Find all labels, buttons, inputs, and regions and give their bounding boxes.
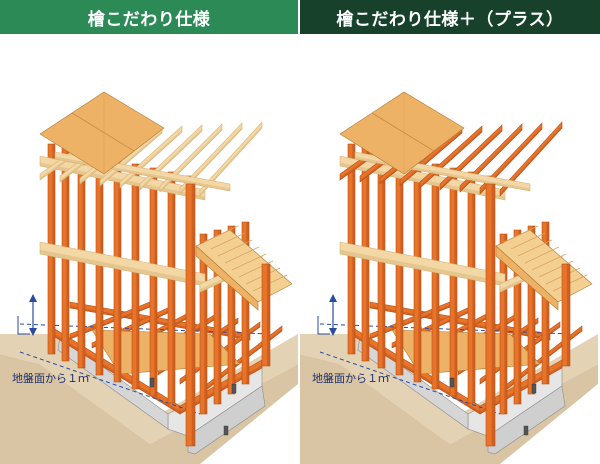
label-leader-line <box>317 316 330 335</box>
foundation-side <box>187 385 266 455</box>
anchor-bolt <box>149 377 155 388</box>
side-wall-stud-shade <box>204 234 207 414</box>
side-wall-stud-shade <box>532 226 535 394</box>
deck-board-line <box>524 246 560 264</box>
panel-divider <box>298 0 300 464</box>
ground-level-dashed-line-2 <box>19 351 201 415</box>
side-wall-stud-shade <box>518 230 521 404</box>
roof-rafter-shade <box>180 126 242 194</box>
label-leader-line <box>17 316 30 335</box>
deck-board-line <box>503 225 539 243</box>
wall-stud-shade <box>136 164 139 389</box>
panel-right-title: 檜こだわり仕様＋（プラス） <box>300 0 600 34</box>
wall-stud-shade <box>154 168 157 396</box>
middle-girt-beam-shade <box>40 249 205 286</box>
house-frame-illustration-plus <box>300 91 598 464</box>
wall-stud-shade <box>118 160 121 382</box>
side-corner-post-shade <box>566 264 570 366</box>
deck-board-line <box>510 232 546 250</box>
roof-plywood-panel <box>39 91 165 175</box>
dimension-arrow-head-down <box>29 328 37 336</box>
deck-board-line <box>210 232 246 250</box>
side-wall-stud-shade <box>232 226 235 394</box>
deck-edge <box>195 245 259 311</box>
wall-stud-shade <box>472 172 475 403</box>
side-wall-stud-shade <box>546 222 549 384</box>
anchor-bolt <box>449 377 455 388</box>
side-corner-post-shade <box>266 264 270 366</box>
deck-board-line <box>217 239 253 257</box>
roof-rafter-shade <box>200 125 262 196</box>
deck-edge <box>495 245 559 311</box>
ground-level-label: 地盤面から１ｍ <box>12 372 89 385</box>
anchor-bolt <box>523 425 529 436</box>
panel-left-title: 檜こだわり仕様 <box>0 0 298 34</box>
ground-level-dashed-line-2 <box>319 351 501 415</box>
anchor-bolt <box>223 425 229 436</box>
foundation-side <box>487 385 566 455</box>
middle-girt-beam-shade <box>340 249 505 286</box>
roof-panel-seam <box>71 112 135 152</box>
roof-panel-seam <box>371 112 435 152</box>
panel-standard-spec: 地盤面から１ｍ <box>0 34 298 464</box>
deck-board-line <box>538 260 574 278</box>
deck-board-line <box>238 260 274 278</box>
wall-stud-shade <box>172 172 175 403</box>
side-wall-stud-shade <box>504 234 507 414</box>
deck-board-line <box>231 253 267 271</box>
roof-rafter-shade <box>400 130 462 186</box>
deck-board-line <box>517 239 553 257</box>
corner-post-shade <box>191 184 195 446</box>
wall-stud-shade <box>454 168 457 396</box>
dimension-arrow-head-down <box>329 328 337 336</box>
anchor-bolt <box>531 383 537 394</box>
ground-surface <box>300 354 598 464</box>
house-frame-illustration-standard <box>0 91 298 464</box>
roof-plywood-panel <box>339 91 465 175</box>
deck-board-line <box>531 253 567 271</box>
panel-plus-spec: 地盤面から１ｍ <box>300 34 600 464</box>
corner-post-shade <box>491 184 495 446</box>
roof-rafter-shade <box>100 130 162 186</box>
roof-rafter-shade <box>480 126 542 194</box>
wall-stud-shade <box>418 160 421 382</box>
floor-joist-shade <box>70 305 150 339</box>
dimension-arrow-head-up <box>329 294 337 302</box>
roof-rafter-shade <box>500 125 562 196</box>
deck-board-line <box>224 246 260 264</box>
ground-surface <box>0 354 298 464</box>
dimension-arrow-head-up <box>29 294 37 302</box>
deck-board-line <box>203 225 239 243</box>
side-wall-stud-shade <box>246 222 249 384</box>
anchor-bolt <box>231 383 237 394</box>
ground-level-label: 地盤面から１ｍ <box>312 372 389 385</box>
wall-stud-shade <box>436 164 439 389</box>
side-wall-stud-shade <box>218 230 221 404</box>
floor-joist-shade <box>370 305 450 339</box>
